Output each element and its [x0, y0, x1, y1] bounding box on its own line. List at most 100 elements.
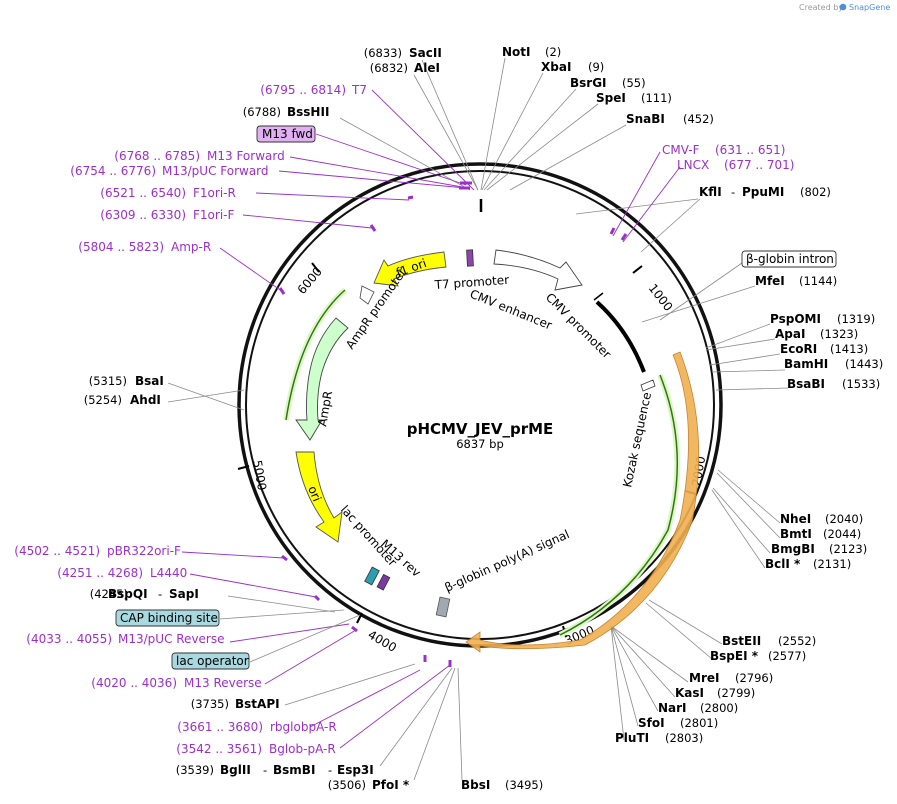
site-nhei[interactable]: NheI [780, 512, 811, 526]
ampr-arrow [295, 317, 349, 441]
site-mrei[interactable]: MreI [689, 671, 719, 685]
site-xbai[interactable]: XbaI [541, 60, 571, 74]
plasmid-length: 6837 bp [456, 437, 504, 451]
site-sfoi[interactable]: SfoI [638, 716, 665, 730]
cap-binding-site-box[interactable] [115, 609, 220, 627]
site-ahdi[interactable]: AhdI [130, 393, 161, 407]
primer-t7[interactable]: T7 [351, 83, 367, 97]
site-pos: (2800) [700, 701, 738, 715]
site-kfli[interactable]: KflI [699, 185, 722, 199]
site-pos: (802) [800, 185, 831, 199]
ori-arrow [295, 451, 343, 543]
primer-range: (3542 .. 3561) [176, 742, 262, 756]
primer-range: (4251 .. 4268) [57, 566, 143, 580]
site-pos: (452) [683, 112, 714, 126]
kozak-sequence-label: Kozak sequence [620, 391, 654, 489]
primer-m13-puc-forward[interactable]: M13/pUC Forward [162, 164, 269, 178]
site-pfoi[interactable]: PfoI * [372, 778, 410, 792]
site-ppumi[interactable]: PpuMI [742, 185, 784, 199]
plasmid-name: pHCMV_JEV_prME [407, 420, 554, 438]
site-noti[interactable]: NotI [502, 45, 531, 59]
site-pos: (5254) [84, 393, 122, 407]
primer-range: (6768 .. 6785) [114, 149, 200, 163]
site-bglii[interactable]: BglII [220, 763, 251, 777]
site-pos: (2) [545, 45, 561, 59]
site-bstapi[interactable]: BstAPI [235, 697, 280, 711]
primer-f1ori-f[interactable]: F1ori-F [193, 208, 234, 222]
beta-globin-intron-label: β-globin intron [746, 252, 834, 266]
ampr-gene-line [285, 289, 346, 421]
tick-1000-label: 1000 [646, 281, 676, 314]
lac-promoter-label: lac promoter [338, 503, 400, 569]
primer-pbr322ori-f[interactable]: pBR322ori-F [107, 544, 181, 558]
site-bsai[interactable]: BsaI [135, 374, 164, 388]
cmv-enhancer-label: CMV enhancer [468, 287, 554, 333]
site-pos: (2796) [735, 671, 773, 685]
site-bamhi[interactable]: BamHI [784, 357, 828, 371]
primer-f1ori-r[interactable]: F1ori-R [193, 186, 236, 200]
site-bbsi[interactable]: BbsI [461, 778, 490, 792]
m13-fwd-label: M13 fwd [262, 127, 313, 141]
site-bsrgi[interactable]: BsrGI [570, 76, 607, 90]
site-spei[interactable]: SpeI [596, 91, 626, 105]
site-pos: (2123) [829, 542, 867, 556]
site-pos: (2799) [717, 686, 755, 700]
prme-orf-arrow [465, 351, 700, 653]
site-pos: (3539) [176, 763, 214, 777]
primer-range: (4033 .. 4055) [26, 632, 112, 646]
primer-range: (3661 .. 3680) [177, 720, 263, 734]
primer-leader-lines [181, 89, 681, 749]
tick-6000-mark [311, 262, 320, 273]
site-esp3i[interactable]: Esp3I [337, 763, 374, 777]
primer-bglob-pa-r[interactable]: Bglob-pA-R [269, 742, 336, 756]
site-apai[interactable]: ApaI [775, 327, 805, 341]
site-kasi[interactable]: KasI [675, 686, 704, 700]
tick-5000-mark [237, 465, 250, 470]
snapgene-credit: Created by SnapGene [799, 3, 890, 12]
site-pos: (3495) [505, 778, 543, 792]
site-sapi[interactable]: SapI [169, 587, 199, 601]
site-pos: (6832) [370, 61, 408, 75]
primer-l4440[interactable]: L4440 [150, 566, 187, 580]
primer-m13-reverse[interactable]: M13 Reverse [184, 676, 262, 690]
site-pos: (1533) [842, 377, 880, 391]
site-bspqi-name[interactable]: BspQI [108, 587, 148, 601]
site-pos: (3506) [328, 778, 366, 792]
site-mfei[interactable]: MfeI [755, 274, 785, 288]
primer-m13-puc-reverse[interactable]: M13/pUC Reverse [118, 632, 225, 646]
site-bcli[interactable]: BclI * [765, 557, 801, 571]
primer-range: (5804 .. 5823) [78, 240, 164, 254]
site-pos: (4245) [90, 587, 128, 601]
site-alei[interactable]: AleI [414, 61, 440, 75]
cap-binding-site-label: CAP binding site [120, 611, 218, 625]
site-nari[interactable]: NarI [658, 701, 687, 715]
lac-operator-box[interactable] [171, 652, 250, 670]
tick-1000-mark [632, 265, 643, 274]
site-bmgbi[interactable]: BmgBI [771, 542, 815, 556]
beta-globin-intron-box[interactable] [741, 250, 837, 268]
site-bspei[interactable]: BspEI * [710, 649, 759, 663]
primer-m13-forward[interactable]: M13 Forward [207, 149, 285, 163]
site-sep: - [158, 587, 162, 601]
site-bsabi[interactable]: BsaBI [787, 377, 825, 391]
site-bsteii[interactable]: BstEII [722, 634, 761, 648]
site-sacii[interactable]: SacII [409, 46, 442, 60]
site-bsshii[interactable]: BssHII [287, 105, 329, 119]
restriction-sites: (6833) SacII (6832) BssHII AleI (6788) B… [84, 45, 884, 792]
site-bmti[interactable]: BmtI [780, 527, 812, 541]
site-bsmbi[interactable]: BsmBI [273, 763, 315, 777]
primer-rbglobpa-r[interactable]: rbglobpA-R [270, 720, 337, 734]
site-ecori[interactable]: EcoRI [780, 342, 817, 356]
primer-amp-r[interactable]: Amp-R [171, 240, 211, 254]
primer-cmv-f[interactable]: CMV-F [662, 143, 700, 157]
primer-range: (6521 .. 6540) [100, 186, 186, 200]
site-pos: (1443) [845, 357, 883, 371]
primer-lncx[interactable]: LNCX [677, 158, 709, 172]
m13-fwd-box[interactable] [256, 125, 316, 143]
site-pluti[interactable]: PluTI [615, 731, 649, 745]
site-pos: (2803) [665, 731, 703, 745]
site-pos: (1319) [837, 312, 875, 326]
site-snabi[interactable]: SnaBI [626, 112, 665, 126]
site-pspomi[interactable]: PspOMI [770, 312, 821, 326]
